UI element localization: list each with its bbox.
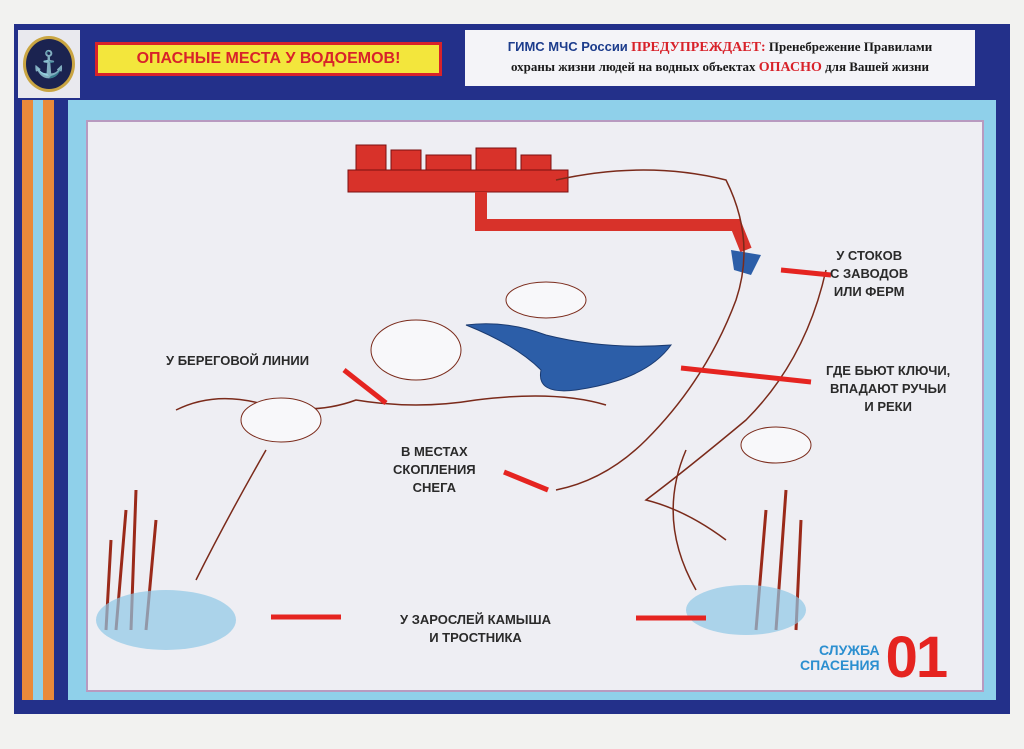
side-stripes bbox=[22, 100, 64, 700]
brand-line-1: СЛУЖБА bbox=[819, 641, 880, 658]
gims-logo: ⚓ bbox=[18, 30, 80, 98]
arrows bbox=[271, 267, 832, 621]
snowy-bushes bbox=[240, 281, 812, 464]
warning-text-2: охраны жизни людей на водных объектах bbox=[510, 59, 756, 74]
warning-verb: ПРЕДУПРЕЖДАЕТ: bbox=[631, 40, 766, 55]
anchor-icon: ⚓ bbox=[23, 36, 75, 92]
label-shore: У БЕРЕГОВОЙ ЛИНИИ bbox=[166, 353, 310, 368]
warning-text: ГИМС МЧС России ПРЕДУПРЕЖДАЕТ: Пренебреж… bbox=[465, 30, 975, 86]
pond bbox=[465, 323, 673, 392]
warning-text-3: для Вашей жизни bbox=[825, 59, 930, 74]
poster-title: ОПАСНЫЕ МЕСТА У ВОДОЕМОВ! bbox=[95, 42, 442, 76]
reeds-left bbox=[104, 489, 158, 631]
illustration-scene bbox=[86, 120, 984, 692]
brand-line-2: СПАСЕНИЯ bbox=[800, 656, 880, 673]
brand-number: 01 bbox=[885, 625, 948, 690]
warning-danger: ОПАСНО bbox=[758, 60, 822, 75]
warning-text-1: Пренебрежение Правилами bbox=[768, 39, 933, 54]
factory-icon bbox=[347, 144, 569, 193]
illustration bbox=[96, 144, 832, 650]
drain-pipe bbox=[475, 192, 752, 253]
org-name: ГИМС МЧС России bbox=[507, 39, 628, 54]
